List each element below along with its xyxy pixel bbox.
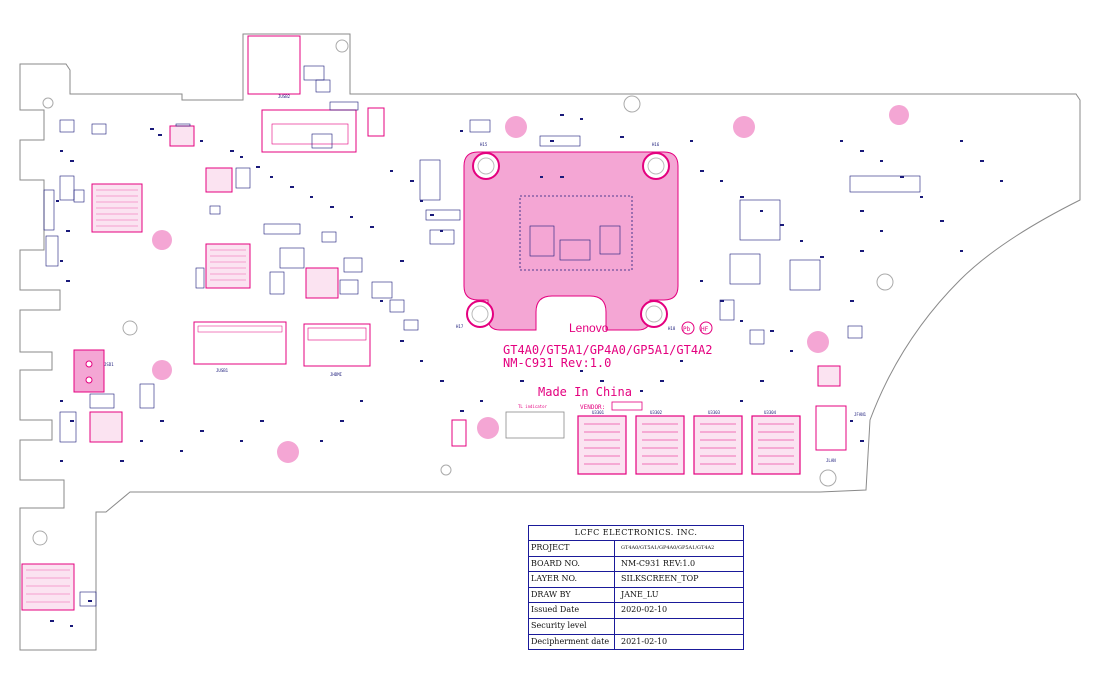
ref-h16: H16 (652, 142, 660, 147)
ref-jusb2: JUSB2 (278, 94, 291, 99)
board-outline (19, 33, 1081, 651)
ref-jsd1: JSD1 (104, 362, 114, 367)
title-block-row: LAYER NO. SILKSCREEN_TOP (529, 572, 743, 588)
connectors (73, 35, 847, 451)
cpu-heatsink-pad (463, 151, 679, 331)
row-value: GT4A0/GT5A1/GP4A0/GP5A1/GT4A2 (621, 545, 715, 551)
ref-jlan: JLAN (826, 458, 836, 463)
vendor-box (611, 401, 643, 411)
ref-u3301: U3301 (592, 410, 605, 415)
title-block-row: Security level (529, 618, 743, 635)
hf-icon: HF (699, 321, 713, 335)
tl-indicator-box (505, 411, 565, 439)
row-value: JANE_LU (621, 589, 659, 599)
row-value: 2021-02-10 (621, 636, 668, 646)
ref-u3303: U3303 (708, 410, 721, 415)
ref-jusb1: JUSB1 (216, 368, 229, 373)
title-block-row: BOARD NO. NM-C931 REV:1.0 (529, 556, 743, 573)
hole-rings (32, 39, 894, 546)
title-block-row: DRAW BY JANE_LU (529, 587, 743, 604)
copper-pads (152, 105, 909, 463)
row-value (615, 619, 743, 634)
row-label: Security level (529, 618, 615, 634)
pb-free-icon: Pb (681, 321, 695, 335)
ref-h17: H17 (456, 324, 464, 329)
row-label: BOARD NO. (529, 556, 615, 572)
ic-hatch (26, 189, 246, 603)
row-label: LAYER NO. (529, 572, 615, 587)
ref-jfan: JFAN1 (854, 412, 867, 417)
tl-indicator-label: TL indicator (518, 404, 547, 409)
ref-h15: H15 (480, 142, 488, 147)
row-label: PROJECT (529, 541, 615, 556)
row-label: DRAW BY (529, 587, 615, 603)
lenovo-logo: Lenovo (569, 321, 609, 335)
row-value: SILKSCREEN_TOP (621, 574, 699, 584)
connector-hole (85, 360, 93, 368)
ref-jhdmi: JHDMI (330, 372, 343, 377)
cpu-die-outline (519, 195, 633, 271)
svg-text:HF: HF (701, 326, 709, 333)
small-components (50, 114, 1003, 627)
model-line-text: GT4A0/GT5A1/GP4A0/GP5A1/GT4A2 (503, 343, 713, 357)
title-block-row: Decipherment date 2021-02-10 (529, 634, 743, 650)
row-label: Issued Date (529, 603, 615, 618)
ref-h18: H18 (668, 326, 676, 331)
title-block-row: PROJECT GT4A0/GT5A1/GP4A0/GP5A1/GT4A2 (529, 541, 743, 557)
ref-u3304: U3304 (764, 410, 777, 415)
board-rev-text: NM-C931 Rev:1.0 (503, 356, 611, 370)
mount-holes (466, 152, 670, 328)
row-label: Decipherment date (529, 634, 615, 650)
component-clusters (43, 65, 921, 607)
svg-text:Pb: Pb (683, 326, 691, 333)
connector-hole (85, 376, 93, 384)
row-value: 2020-02-10 (621, 605, 668, 615)
ref-u3302: U3302 (650, 410, 663, 415)
made-in-china-text: Made In China (538, 385, 632, 399)
vendor-label: VENDOR: (580, 404, 605, 411)
title-block-row: Issued Date 2020-02-10 (529, 603, 743, 619)
row-value: NM-C931 REV:1.0 (621, 558, 696, 568)
memory-chips (577, 415, 801, 475)
title-block-company: LCFC ELECTRONICS. INC. (529, 526, 743, 541)
title-block: LCFC ELECTRONICS. INC. PROJECT GT4A0/GT5… (528, 525, 744, 651)
